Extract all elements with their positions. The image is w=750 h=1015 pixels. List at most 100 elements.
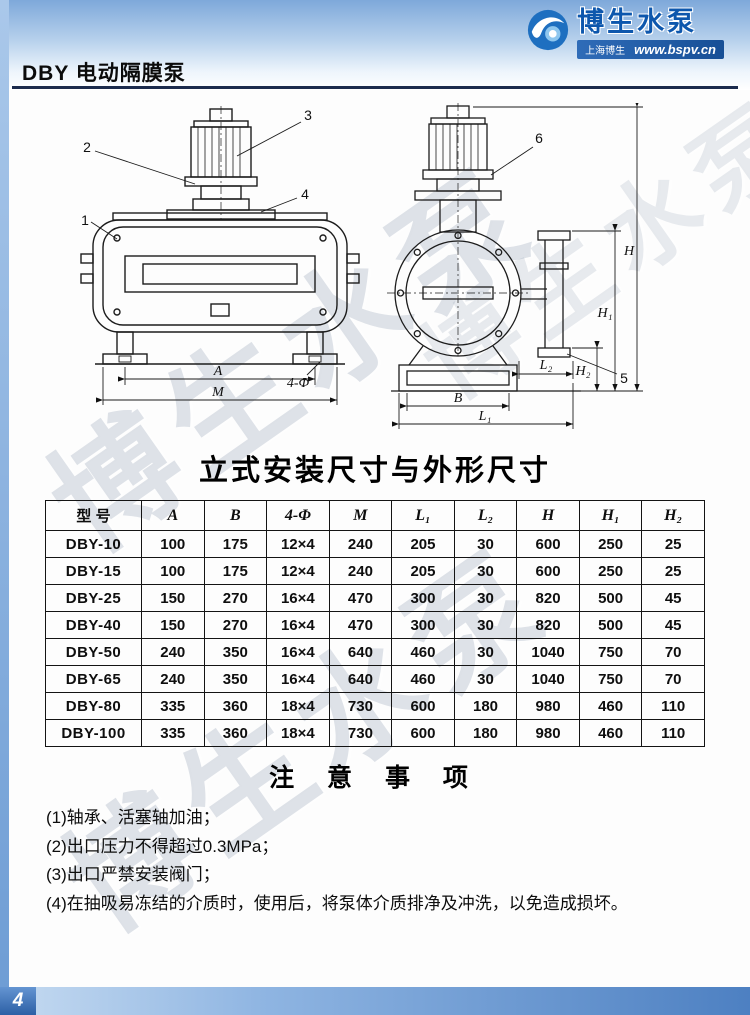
value-cell: 300 (391, 584, 455, 612)
value-cell: 16×4 (266, 584, 330, 612)
value-cell: 470 (328, 611, 393, 639)
brand-name: 博生水泵 (577, 7, 698, 37)
value-cell: 350 (203, 665, 268, 693)
value-cell: 205 (391, 530, 455, 558)
note-item: (1)轴承、活塞轴加油； (46, 808, 220, 827)
note-item: (4)在抽吸易冻结的介质时，使用后，将泵体介质排净及冲洗，以免造成损坏。 (46, 893, 628, 913)
value-cell: 640 (328, 638, 393, 666)
value-cell: 1040 (516, 665, 580, 693)
col-header-1: A (141, 500, 205, 531)
page-title: DBY 电动隔膜泵 (22, 62, 186, 85)
callout-6: 6 (535, 130, 543, 146)
value-cell: 45 (641, 611, 705, 639)
col-header-2: B (203, 500, 268, 531)
value-cell: 180 (453, 692, 518, 720)
value-cell: 750 (578, 665, 643, 693)
value-cell: 70 (641, 638, 705, 666)
value-cell: 18×4 (266, 719, 330, 747)
value-cell: 180 (453, 719, 518, 747)
left-decor-strip (0, 0, 9, 1015)
header-divider (12, 86, 738, 89)
value-cell: 335 (141, 692, 205, 720)
value-cell: 980 (516, 719, 580, 747)
value-cell: 600 (391, 719, 455, 747)
dim-label-h1: H₁ (597, 306, 613, 321)
value-cell: 16×4 (266, 611, 330, 639)
col-header-7: H (516, 500, 580, 531)
value-cell: 30 (453, 584, 518, 612)
col-header-5: L₁ (391, 500, 455, 531)
col-header-8: H₁ (578, 500, 643, 531)
value-cell: 750 (578, 638, 643, 666)
value-cell: 360 (203, 719, 268, 747)
model-cell: DBY-100 (45, 719, 142, 747)
logo-swirl-icon (526, 8, 570, 57)
value-cell: 150 (141, 584, 205, 612)
value-cell: 300 (391, 611, 455, 639)
value-cell: 16×4 (266, 638, 330, 666)
value-cell: 460 (578, 719, 643, 747)
model-cell: DBY-15 (45, 557, 142, 585)
value-cell: 460 (578, 692, 643, 720)
value-cell: 18×4 (266, 692, 330, 720)
callout-3: 3 (304, 107, 312, 123)
value-cell: 460 (391, 665, 455, 693)
value-cell: 150 (141, 611, 205, 639)
value-cell: 100 (141, 530, 205, 558)
brand-subline: 上海博生 www.bspv.cn (577, 39, 724, 59)
value-cell: 240 (328, 530, 393, 558)
value-cell: 110 (641, 719, 705, 747)
value-cell: 980 (516, 692, 580, 720)
value-cell: 12×4 (266, 530, 330, 558)
value-cell: 270 (203, 584, 268, 612)
callout-4: 4 (301, 186, 309, 202)
model-cell: DBY-80 (45, 692, 142, 720)
value-cell: 500 (578, 611, 643, 639)
callout-5: 5 (620, 370, 628, 386)
value-cell: 500 (578, 584, 643, 612)
brand-url: www.bspv.cn (634, 41, 716, 57)
col-header-6: L₂ (453, 500, 518, 531)
value-cell: 70 (641, 665, 705, 693)
value-cell: 460 (391, 638, 455, 666)
callout-1: 1 (81, 212, 89, 228)
value-cell: 30 (453, 557, 518, 585)
model-cell: DBY-25 (45, 584, 142, 612)
value-cell: 360 (203, 692, 268, 720)
callout-2: 2 (83, 139, 91, 155)
value-cell: 240 (328, 557, 393, 585)
dim-label-h: H (623, 244, 635, 259)
value-cell: 730 (328, 692, 393, 720)
model-cell: DBY-40 (45, 611, 142, 639)
value-cell: 335 (141, 719, 205, 747)
value-cell: 175 (203, 557, 268, 585)
value-cell: 25 (641, 530, 705, 558)
value-cell: 30 (453, 665, 518, 693)
note-item: (2)出口压力不得超过0.3MPa； (46, 836, 279, 856)
value-cell: 100 (141, 557, 205, 585)
value-cell: 600 (516, 530, 580, 558)
dim-label-l1: L₁ (478, 409, 492, 424)
brand-company: 上海博生 (585, 45, 626, 57)
value-cell: 600 (391, 692, 455, 720)
notes-list: (1)轴承、活塞轴加油； (2)出口压力不得超过0.3MPa； (3)出口严禁安装阀… (46, 804, 714, 918)
value-cell: 270 (203, 611, 268, 639)
value-cell: 640 (328, 665, 393, 693)
note-item: (3)出口严禁安装阀门； (46, 865, 220, 885)
value-cell: 250 (578, 530, 643, 558)
dim-label-h2: H₂ (575, 364, 591, 379)
value-cell: 205 (391, 557, 455, 585)
page-number: 4 (0, 987, 36, 1015)
value-cell: 240 (141, 638, 205, 666)
value-cell: 820 (516, 584, 580, 612)
col-header-3: 4-Φ (266, 500, 330, 531)
footer-band (0, 987, 750, 1015)
